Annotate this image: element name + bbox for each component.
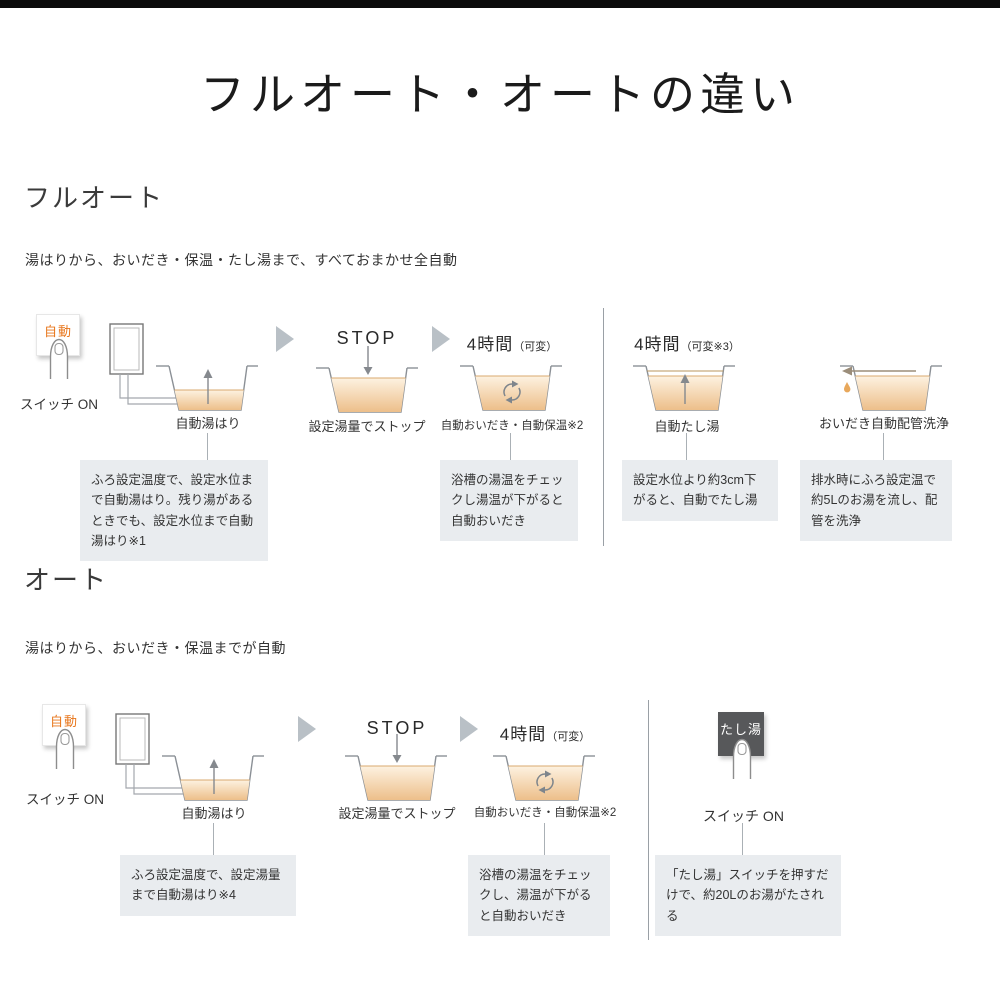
bathtub-icon — [840, 365, 942, 411]
water-drop-icon — [844, 382, 851, 393]
fullauto-subtitle: 湯はりから、おいだき・保温・たし湯まで、すべておまかせ全自動 — [25, 252, 458, 268]
top-border-bar — [0, 0, 1000, 8]
bathtub-icon — [493, 755, 595, 801]
fullauto-callout-keep: 浴槽の湯温をチェックし湯温が下がると自動おいだき — [440, 460, 578, 541]
fullauto-stop-title: STOP — [336, 328, 398, 348]
drain-arrow-icon — [842, 366, 916, 393]
fullauto-keepwarm-illustration — [460, 365, 562, 411]
auto-stop-label: 設定湯量でストップ — [338, 806, 456, 821]
auto-stop-title: STOP — [366, 718, 428, 738]
finger-icon — [55, 728, 75, 769]
auto-heading: オート — [24, 565, 109, 595]
auto-callout-tashiyu: 「たし湯」スイッチを押すだけで、約20Lのお湯がたされる — [655, 855, 841, 936]
flow-arrow-icon — [432, 326, 450, 352]
fullauto-heading: フルオート — [24, 183, 165, 213]
fullauto-fill-illustration — [109, 323, 258, 411]
section-divider — [648, 700, 649, 940]
pipe-line — [119, 374, 176, 399]
fullauto-clean-illustration — [840, 365, 942, 411]
auto-switch-label: スイッチ ON — [25, 792, 104, 807]
bathtub-icon — [345, 755, 447, 801]
section-divider — [603, 308, 604, 546]
page-title: フルオート・オートの違い — [199, 69, 800, 120]
auto-fill-illustration — [115, 713, 264, 801]
circulation-arrows-icon — [536, 770, 554, 794]
water-heater-icon — [115, 713, 150, 765]
bathtub-icon — [156, 365, 258, 411]
callout-connector — [883, 433, 884, 460]
tashiyu-switch-label: スイッチ ON — [703, 808, 784, 824]
fullauto-callout-add: 設定水位より約3cm下がると、自動でたし湯 — [622, 460, 778, 521]
callout-connector — [207, 433, 208, 460]
callout-connector — [544, 823, 545, 855]
callout-connector — [686, 433, 687, 460]
flow-arrow-icon — [276, 326, 294, 352]
tashiyu-switch-button: たし湯 — [718, 712, 764, 756]
auto-callout-keep: 浴槽の湯温をチェックし、湯温が下がると自動おいだき — [468, 855, 610, 936]
fullauto-add-title: 4時間（可変※3） — [634, 335, 740, 354]
fullauto-callout-clean: 排水時にふろ設定温で約5Lのお湯を流し、配管を洗浄 — [800, 460, 952, 541]
auto-subtitle: 湯はりから、おいだき・保温までが自動 — [25, 640, 286, 656]
fullauto-keep-title: 4時間（可変） — [466, 335, 558, 354]
circulation-arrows-icon — [503, 380, 521, 404]
pipe-line — [133, 764, 184, 795]
fullauto-callout-fill: ふろ設定温度で、設定水位まで自動湯はり。残り湯があるときでも、設定水位まで自動湯… — [80, 460, 268, 561]
fullauto-keep-label: 自動おいだき・自動保温※2 — [440, 420, 584, 432]
bathtub-icon — [460, 365, 562, 411]
finger-icon — [49, 338, 69, 379]
fullauto-clean-label: おいだき自動配管洗浄 — [818, 416, 949, 431]
flow-arrow-icon — [460, 716, 478, 742]
fullauto-addwater-illustration — [633, 365, 735, 411]
pipe-line — [125, 764, 182, 789]
fullauto-add-label: 自動たし湯 — [654, 419, 720, 434]
callout-connector — [742, 823, 743, 855]
auto-stop-illustration — [345, 734, 447, 801]
finger-icon — [732, 738, 752, 779]
fullauto-fill-label: 自動湯はり — [175, 416, 241, 431]
fullauto-switch-label: スイッチ ON — [19, 397, 98, 412]
auto-keep-title: 4時間（可変） — [499, 725, 591, 744]
bathtub-icon — [633, 365, 735, 411]
fullauto-stop-illustration — [316, 346, 418, 413]
water-heater-icon — [109, 323, 144, 375]
callout-connector — [510, 433, 511, 460]
auto-fill-label: 自動湯はり — [181, 806, 247, 821]
bathtub-icon — [316, 367, 418, 413]
bathtub-icon — [162, 755, 264, 801]
auto-callout-fill: ふろ設定温度で、設定湯量まで自動湯はり※4 — [120, 855, 296, 916]
auto-keepwarm-illustration — [493, 755, 595, 801]
callout-connector — [213, 823, 214, 855]
pipe-line — [127, 374, 178, 405]
fullauto-stop-label: 設定湯量でストップ — [308, 419, 426, 434]
flow-arrow-icon — [298, 716, 316, 742]
auto-keep-label: 自動おいだき・自動保温※2 — [473, 807, 617, 819]
